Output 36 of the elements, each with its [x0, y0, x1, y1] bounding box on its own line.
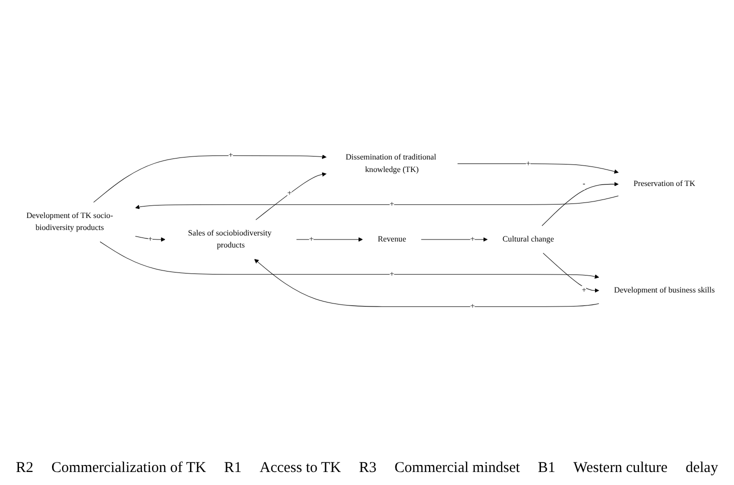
edge-label: +	[390, 269, 394, 278]
arrow	[135, 236, 166, 242]
node-text: Cultural change	[502, 234, 554, 244]
edge-label: +	[390, 200, 394, 208]
loop-annotation: Commercial mindset	[394, 460, 520, 477]
loop-annotation: Western culture	[573, 460, 668, 477]
loop-annotation: B1	[538, 460, 556, 477]
arrow	[542, 182, 619, 226]
loop-annotation: Commercialization of TK	[51, 460, 206, 477]
node-text: Preservation of TK	[634, 179, 696, 188]
edge-label: +	[148, 234, 153, 244]
node-text: Revenue	[378, 234, 406, 244]
edge-label: +	[470, 302, 475, 310]
edge-label: +	[582, 286, 586, 294]
edge-label: +	[470, 234, 475, 244]
node-text: Development of business skills	[614, 286, 715, 294]
arrow	[420, 236, 488, 242]
edge-label: +	[309, 234, 314, 244]
arrow	[93, 154, 326, 202]
loop-annotation: R2	[16, 460, 34, 477]
node-text: Dissemination of traditional knowledge (TK)	[346, 152, 436, 174]
loop-annotation: delay	[686, 460, 718, 477]
node-text: Sales of sociobiodiversity products	[188, 228, 272, 250]
node-text: Development of TK socio-biodiversity products	[26, 211, 114, 232]
arrow	[542, 252, 600, 292]
edge-label: +	[228, 150, 234, 160]
edge-label: +	[287, 188, 292, 197]
arrow	[457, 163, 619, 174]
edge-label: -	[582, 179, 586, 188]
loop-annotation: R3	[359, 460, 377, 477]
arrow	[256, 172, 326, 220]
edge-label: +	[526, 158, 531, 168]
loop-annotation: R1	[224, 460, 242, 477]
arrow	[254, 258, 600, 307]
loop-annotation: Access to TK	[260, 460, 341, 477]
arrow	[296, 236, 363, 242]
